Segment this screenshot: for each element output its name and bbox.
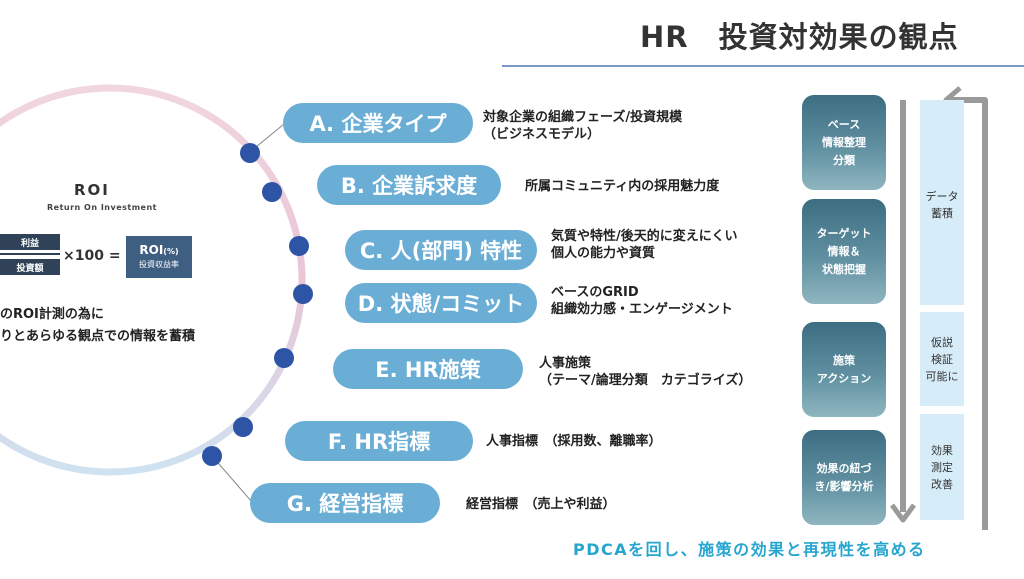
roi-result-box: ROI(%) 投資収益率 bbox=[126, 236, 192, 278]
roi-result-main: ROI bbox=[139, 243, 164, 257]
roi-title: ROI bbox=[74, 181, 110, 199]
category-desc-d: ベースのGRID 組織効力感・エンゲージメント bbox=[551, 284, 733, 318]
process-analysis-l2: き/影響分析 bbox=[814, 479, 874, 493]
process-target-l1: ターゲット bbox=[816, 226, 872, 240]
category-desc-e: 人事施策 （テーマ/論理分類 カテゴライズ） bbox=[539, 355, 751, 389]
ring-dot-d bbox=[293, 284, 313, 304]
process-target-l3: 状態把握 bbox=[822, 262, 866, 276]
phase-data-l2: 蓄積 bbox=[931, 207, 953, 220]
category-desc-b: 所属コミュニティ内の採用魅力度 bbox=[525, 179, 720, 194]
ring-dot-b bbox=[262, 182, 282, 202]
ring-dot-f bbox=[233, 417, 253, 437]
ring-dot-c bbox=[289, 236, 309, 256]
category-desc-a-line1: 対象企業の組織フェーズ/投資規模 bbox=[483, 110, 683, 125]
roi-note-line2: りとあらゆる観点での情報を蓄積 bbox=[0, 329, 196, 344]
phase-measure-l2: 測定 bbox=[931, 460, 953, 474]
category-pill-a: A. 企業タイプ bbox=[283, 103, 473, 143]
phase-data-l1: データ bbox=[925, 190, 959, 203]
process-box-base: ベース情報整理分類 bbox=[802, 95, 886, 190]
phase-measure-l3: 改善 bbox=[931, 477, 953, 491]
category-pill-b: B. 企業訴求度 bbox=[317, 165, 501, 205]
phase-box-data: データ蓄積 bbox=[920, 100, 964, 305]
category-pill-c: C. 人(部門) 特性 bbox=[345, 230, 537, 270]
category-desc-g: 経営指標 （売上や利益） bbox=[466, 497, 616, 512]
ring-dot-a bbox=[240, 143, 260, 163]
title-underline bbox=[502, 65, 1024, 67]
roi-subtitle: Return On Investment bbox=[47, 203, 157, 212]
ring-dot-g bbox=[202, 446, 222, 466]
category-pill-e: E. HR施策 bbox=[333, 349, 523, 389]
process-base-l1: ベース bbox=[827, 117, 861, 131]
category-desc-c-line2: 個人の能力や資質 bbox=[551, 246, 656, 261]
category-desc-c-line1: 気質や特性/後天的に変えにくい bbox=[551, 229, 738, 244]
roi-result-sub: 投資収益率 bbox=[139, 260, 179, 269]
roi-denominator: 投資額 bbox=[0, 259, 60, 275]
process-action-l2: アクション bbox=[816, 371, 872, 385]
process-action-l1: 施策 bbox=[832, 353, 855, 367]
phase-hypothesis-l3: 可能に bbox=[925, 369, 959, 383]
fraction-line bbox=[0, 253, 60, 255]
process-target-l2: 情報＆ bbox=[827, 244, 861, 258]
roi-multiplier: ×100 = bbox=[63, 248, 121, 264]
roi-result-unit: (%) bbox=[163, 247, 179, 256]
connector-g bbox=[211, 455, 253, 503]
category-desc-a: 対象企業の組織フェーズ/投資規模 （ビジネスモデル） bbox=[483, 109, 682, 143]
phase-measure-l1: 効果 bbox=[931, 443, 953, 457]
phase-hypothesis-l2: 検証 bbox=[931, 352, 953, 366]
roi-ring bbox=[0, 84, 306, 476]
process-box-target: ターゲット情報＆ 状態把握 bbox=[802, 199, 886, 304]
category-desc-e-line1: 人事施策 bbox=[539, 356, 592, 371]
process-box-action: 施策アクション bbox=[802, 322, 886, 417]
ring-dot-e bbox=[274, 348, 294, 368]
category-desc-d-line2: 組織効力感・エンゲージメント bbox=[551, 302, 733, 317]
page-title: HR 投資対効果の観点 bbox=[640, 20, 959, 54]
process-base-l2: 情報整理 bbox=[822, 135, 866, 149]
process-box-analysis: 効果の紐づき/影響分析 bbox=[802, 430, 886, 525]
category-desc-e-line2: （テーマ/論理分類 カテゴライズ） bbox=[539, 373, 752, 388]
category-desc-d-line1: ベースのGRID bbox=[551, 285, 639, 300]
process-analysis-l1: 効果の紐づ bbox=[816, 461, 872, 475]
pdca-footer: PDCAを回し、施策の効果と再現性を高める bbox=[573, 540, 926, 559]
phase-hypothesis-l1: 仮説 bbox=[931, 335, 953, 349]
category-pill-g: G. 経営指標 bbox=[250, 483, 440, 523]
category-desc-a-line2: （ビジネスモデル） bbox=[483, 127, 601, 142]
phase-box-hypothesis: 仮説検証可能に bbox=[920, 312, 964, 406]
roi-numerator: 利益 bbox=[0, 234, 60, 250]
phase-box-measure: 効果測定改善 bbox=[920, 414, 964, 520]
process-base-l3: 分類 bbox=[833, 153, 855, 167]
category-pill-f: F. HR指標 bbox=[285, 421, 473, 461]
down-arrow-head bbox=[889, 503, 917, 523]
category-desc-f: 人事指標 （採用数、離職率） bbox=[486, 434, 662, 449]
category-pill-d: D. 状態/コミット bbox=[345, 283, 537, 323]
category-desc-c: 気質や特性/後天的に変えにくい 個人の能力や資質 bbox=[551, 228, 738, 262]
roi-note-line1: のROI計測の為に bbox=[0, 307, 104, 322]
